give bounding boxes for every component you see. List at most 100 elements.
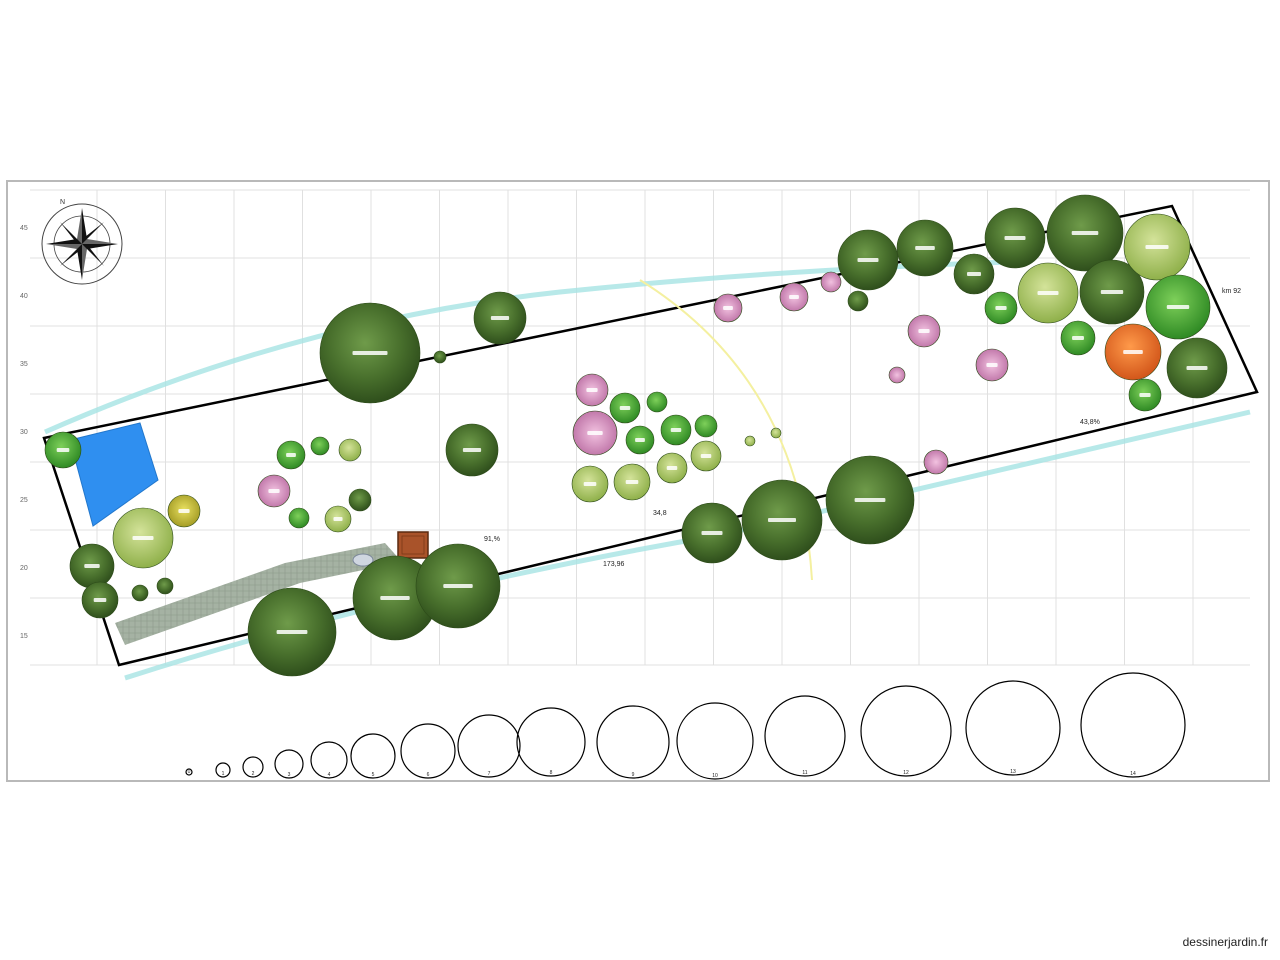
plant-label-tag bbox=[789, 295, 799, 299]
plant-label-tag bbox=[1123, 350, 1143, 354]
plant-label-tag bbox=[768, 518, 796, 522]
scale-circle-label: 11 bbox=[802, 770, 807, 776]
plant-label-tag bbox=[56, 448, 70, 452]
scale-circle bbox=[516, 707, 586, 777]
plant-label-tag bbox=[352, 351, 388, 355]
plant-label-tag bbox=[1037, 291, 1059, 295]
dimension-label: 173,96 bbox=[603, 561, 625, 568]
plant-label-tag bbox=[1145, 245, 1169, 249]
scale-circle bbox=[1080, 672, 1186, 778]
plant-label-tag bbox=[587, 431, 603, 435]
scale-circle bbox=[400, 723, 456, 779]
scale-circle bbox=[215, 762, 231, 778]
plant-label-tag bbox=[854, 498, 886, 502]
scale-circle-label: 9 bbox=[632, 772, 635, 778]
svg-text:25: 25 bbox=[20, 497, 28, 504]
scale-circle-label: 7 bbox=[488, 771, 491, 777]
scale-circle-label: 2 bbox=[252, 771, 255, 777]
plant-label-tag bbox=[1100, 290, 1124, 294]
plant-label-tag bbox=[268, 489, 280, 493]
scale-circle bbox=[860, 685, 952, 777]
plant-label-tag bbox=[490, 316, 510, 320]
shed-roof-line bbox=[401, 535, 425, 555]
plant-label-tag bbox=[857, 258, 879, 262]
plants bbox=[44, 194, 1228, 677]
plant-label-tag bbox=[701, 531, 723, 535]
scale-circle-label: 10 bbox=[712, 773, 718, 779]
plant-label-tag bbox=[586, 388, 598, 392]
scale-circle bbox=[596, 705, 670, 779]
plant-label-tag bbox=[700, 454, 712, 458]
pond bbox=[69, 422, 159, 527]
plant-label-tag bbox=[333, 517, 343, 521]
gravel-path bbox=[115, 543, 402, 645]
scale-circle-label: 4 bbox=[328, 772, 331, 778]
scale-circle-label: 12 bbox=[903, 770, 909, 776]
svg-text:15: 15 bbox=[20, 633, 28, 640]
plant-label-tag bbox=[670, 428, 682, 432]
scale-circle-label: 14 bbox=[1130, 771, 1136, 777]
plant-label-tag bbox=[84, 564, 100, 568]
plant-label-tag bbox=[132, 536, 154, 540]
scale-circle-label: 0 bbox=[188, 769, 191, 775]
plant-label-tag bbox=[1071, 231, 1099, 235]
compass-label: N bbox=[60, 199, 65, 206]
plant-label-tag bbox=[1072, 336, 1084, 340]
dimension-label: 34,8 bbox=[653, 510, 667, 517]
scale-circle-label: 13 bbox=[1010, 769, 1016, 775]
plant-label-tag bbox=[276, 630, 308, 634]
scale-circle-label: 8 bbox=[550, 770, 553, 776]
plant-label-tag bbox=[1166, 305, 1190, 309]
small-shrub bbox=[770, 427, 782, 439]
shrub bbox=[847, 290, 869, 312]
scale-circle bbox=[965, 680, 1061, 776]
flower bbox=[923, 449, 949, 475]
car bbox=[352, 553, 374, 567]
flower bbox=[338, 438, 362, 462]
shrub bbox=[646, 391, 668, 413]
scale-circle bbox=[764, 695, 846, 777]
plant-label-tag bbox=[967, 272, 981, 276]
dimension-labels: 91,% 173,96 34,8 43,8% km 92 bbox=[484, 288, 1241, 568]
plant-label-tag bbox=[178, 509, 190, 513]
dimension-label: km 92 bbox=[1222, 288, 1241, 295]
plant-label-tag bbox=[915, 246, 935, 250]
plant-label-tag bbox=[995, 306, 1007, 310]
plant-label-tag bbox=[443, 584, 473, 588]
compass-rose: N bbox=[41, 199, 123, 285]
shrub bbox=[288, 507, 310, 529]
plant-label-tag bbox=[619, 406, 631, 410]
scale-circle-label: 5 bbox=[372, 772, 375, 778]
scale-circle bbox=[274, 749, 304, 779]
small-shrub bbox=[156, 577, 174, 595]
plant-label-tag bbox=[666, 466, 678, 470]
shrub bbox=[694, 414, 718, 438]
flower bbox=[820, 271, 842, 293]
dimension-label: 43,8% bbox=[1080, 419, 1100, 426]
scale-circle-label: 3 bbox=[288, 772, 291, 778]
dimension-label: 91,% bbox=[484, 536, 500, 543]
small-shrub bbox=[131, 584, 149, 602]
plant-label-tag bbox=[462, 448, 482, 452]
plant-label-tag bbox=[380, 596, 410, 600]
svg-text:40: 40 bbox=[20, 293, 28, 300]
scale-circle bbox=[242, 756, 264, 778]
scale-circle-label: 1 bbox=[222, 771, 225, 777]
small-shrub bbox=[433, 350, 447, 364]
plant-label-tag bbox=[286, 453, 296, 457]
scale-circle bbox=[185, 768, 193, 776]
shrub bbox=[348, 488, 372, 512]
plant-label-tag bbox=[625, 480, 639, 484]
plant-label-tag bbox=[986, 363, 998, 367]
shrub bbox=[310, 436, 330, 456]
scale-circle bbox=[350, 733, 396, 779]
plant-label-tag bbox=[1004, 236, 1026, 240]
scale-circle bbox=[310, 741, 348, 779]
plant-label-tag bbox=[723, 306, 733, 310]
svg-text:20: 20 bbox=[20, 565, 28, 572]
plant-label-tag bbox=[1186, 366, 1208, 370]
scale-circle bbox=[457, 714, 521, 778]
plant-label-tag bbox=[918, 329, 930, 333]
